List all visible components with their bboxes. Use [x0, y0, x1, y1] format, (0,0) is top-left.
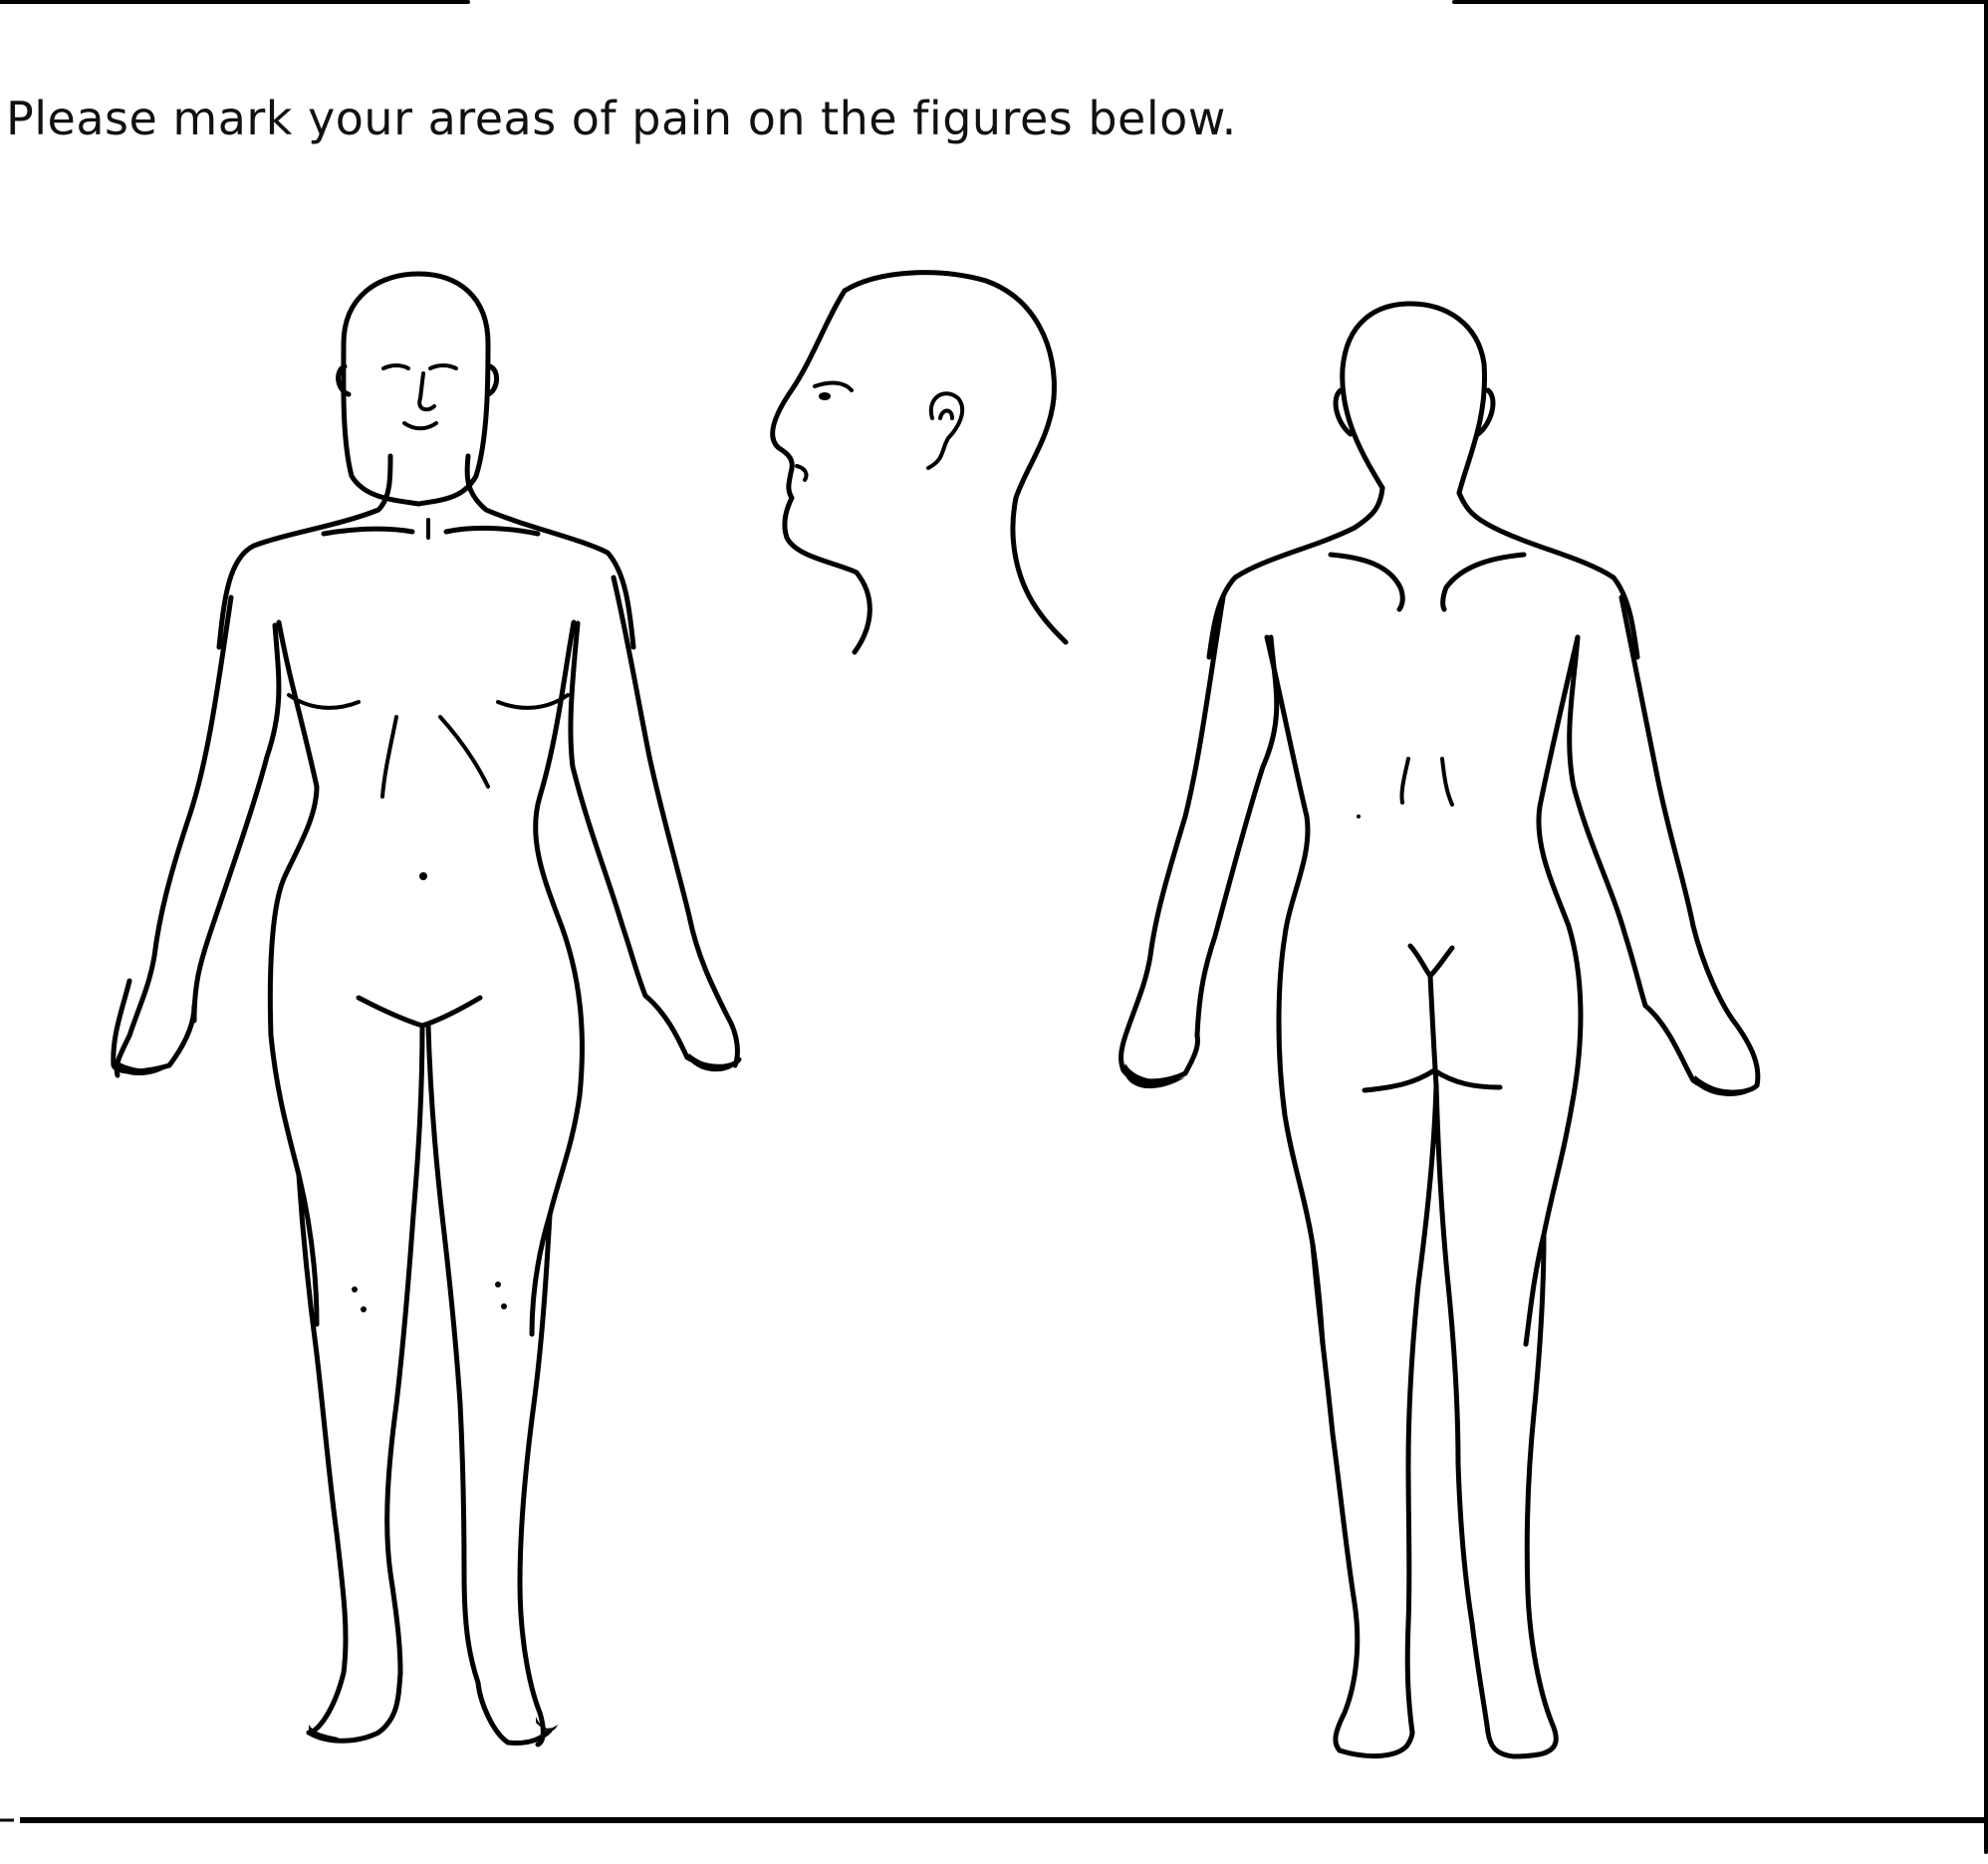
front-navel [419, 872, 427, 880]
front-left-leg-outer [299, 1175, 346, 1733]
back-right-foot [1488, 1733, 1546, 1756]
front-body-figure[interactable] [114, 274, 739, 1745]
head-profile-brow [815, 383, 852, 390]
front-neck-right [467, 456, 633, 647]
back-right-hand [1645, 1006, 1757, 1092]
front-torso-right [532, 622, 582, 1334]
front-right-knee-mark-2 [501, 1303, 507, 1309]
back-left-foot [1340, 1733, 1412, 1756]
back-left-leg-outer [1313, 1245, 1358, 1750]
front-right-knee-mark [495, 1282, 501, 1287]
front-left-arm-outer [117, 597, 231, 1075]
back-body-figure[interactable] [1121, 304, 1759, 1756]
back-right-scapula-line [1443, 555, 1524, 609]
head-profile-mouth [797, 466, 807, 480]
back-head-outline [1343, 304, 1485, 493]
back-right-arm-inner [1570, 637, 1645, 1006]
front-right-eye [430, 365, 456, 368]
back-left-leg-inner [1407, 1085, 1436, 1733]
back-shoulder-right [1459, 493, 1637, 657]
front-left-knee-mark [352, 1286, 358, 1292]
back-left-arm-outer [1121, 597, 1223, 1070]
front-left-leg-inner [387, 1026, 422, 1673]
back-mark [1357, 815, 1361, 818]
front-left-toes [309, 1725, 339, 1741]
back-gluteal-top [1410, 946, 1452, 976]
back-torso-left [1267, 637, 1323, 1344]
front-mouth [404, 423, 436, 428]
back-gluteal-fold [1365, 1070, 1500, 1090]
front-left-knee-mark-2 [361, 1306, 367, 1312]
front-left-foot [309, 1673, 400, 1741]
head-profile-face [773, 291, 870, 652]
back-right-leg-inner [1436, 1085, 1488, 1733]
head-profile-figure[interactable] [773, 273, 1066, 652]
front-neck-left [219, 456, 390, 647]
front-left-ribline [382, 717, 396, 797]
back-shoulder-left [1209, 488, 1382, 657]
front-nose [419, 373, 434, 409]
back-right-fingertips [1693, 1075, 1759, 1096]
front-left-hand [114, 981, 194, 1071]
back-left-scapula-line [1331, 555, 1402, 609]
front-left-arm-inner [194, 625, 279, 1021]
head-profile-ear-inner [940, 411, 952, 419]
front-right-ribline [440, 717, 488, 787]
front-right-arm-outer [614, 578, 737, 1065]
head-profile-eye [819, 392, 831, 400]
front-left-eye [383, 365, 408, 368]
front-right-clavicle [446, 528, 538, 534]
front-left-clavicle [324, 529, 412, 534]
back-left-lumbar-line [1401, 759, 1408, 803]
back-right-lumbar-line [1442, 759, 1452, 805]
back-torso-right [1526, 637, 1581, 1344]
front-right-chest-line [498, 695, 568, 708]
front-right-leg-inner [428, 1026, 478, 1683]
head-profile-outline [845, 273, 1066, 642]
front-groin-line [359, 998, 480, 1026]
head-profile-ear [928, 393, 962, 468]
back-right-arm-outer [1621, 597, 1758, 1085]
